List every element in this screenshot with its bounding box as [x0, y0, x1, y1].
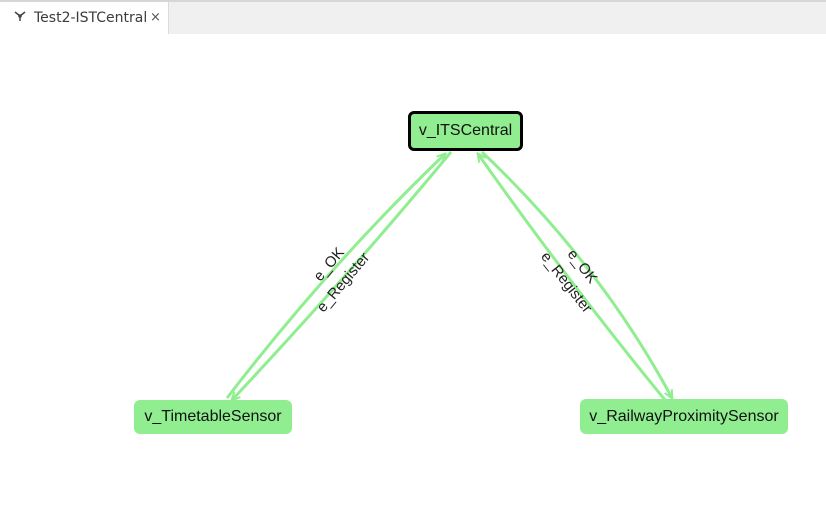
edge-right-register[interactable] [478, 154, 667, 401]
node-v-itscentral[interactable]: v_ITSCentral [408, 111, 523, 151]
node-v-railwayproximitysensor[interactable]: v_RailwayProximitySensor [580, 399, 788, 434]
graph-canvas[interactable]: v_ITSCentral v_TimetableSensor v_Railway… [0, 34, 826, 513]
node-label: v_ITSCentral [418, 122, 513, 139]
tab-test2-istcentral[interactable]: Test2-ISTCentral × [0, 2, 169, 34]
node-v-timetablesensor[interactable]: v_TimetableSensor [134, 400, 292, 434]
edge-right-ok[interactable] [480, 150, 672, 398]
node-label: v_TimetableSensor [144, 408, 282, 425]
node-label: v_RailwayProximitySensor [589, 407, 779, 425]
editor-tab-bar: Test2-ISTCentral × [0, 0, 826, 34]
graph-icon [14, 11, 26, 21]
tab-label: Test2-ISTCentral [34, 10, 148, 26]
graph-edges [225, 150, 826, 513]
edge-left-register[interactable] [232, 151, 453, 400]
close-icon[interactable]: × [150, 10, 161, 25]
edge-left-ok[interactable] [225, 154, 445, 399]
